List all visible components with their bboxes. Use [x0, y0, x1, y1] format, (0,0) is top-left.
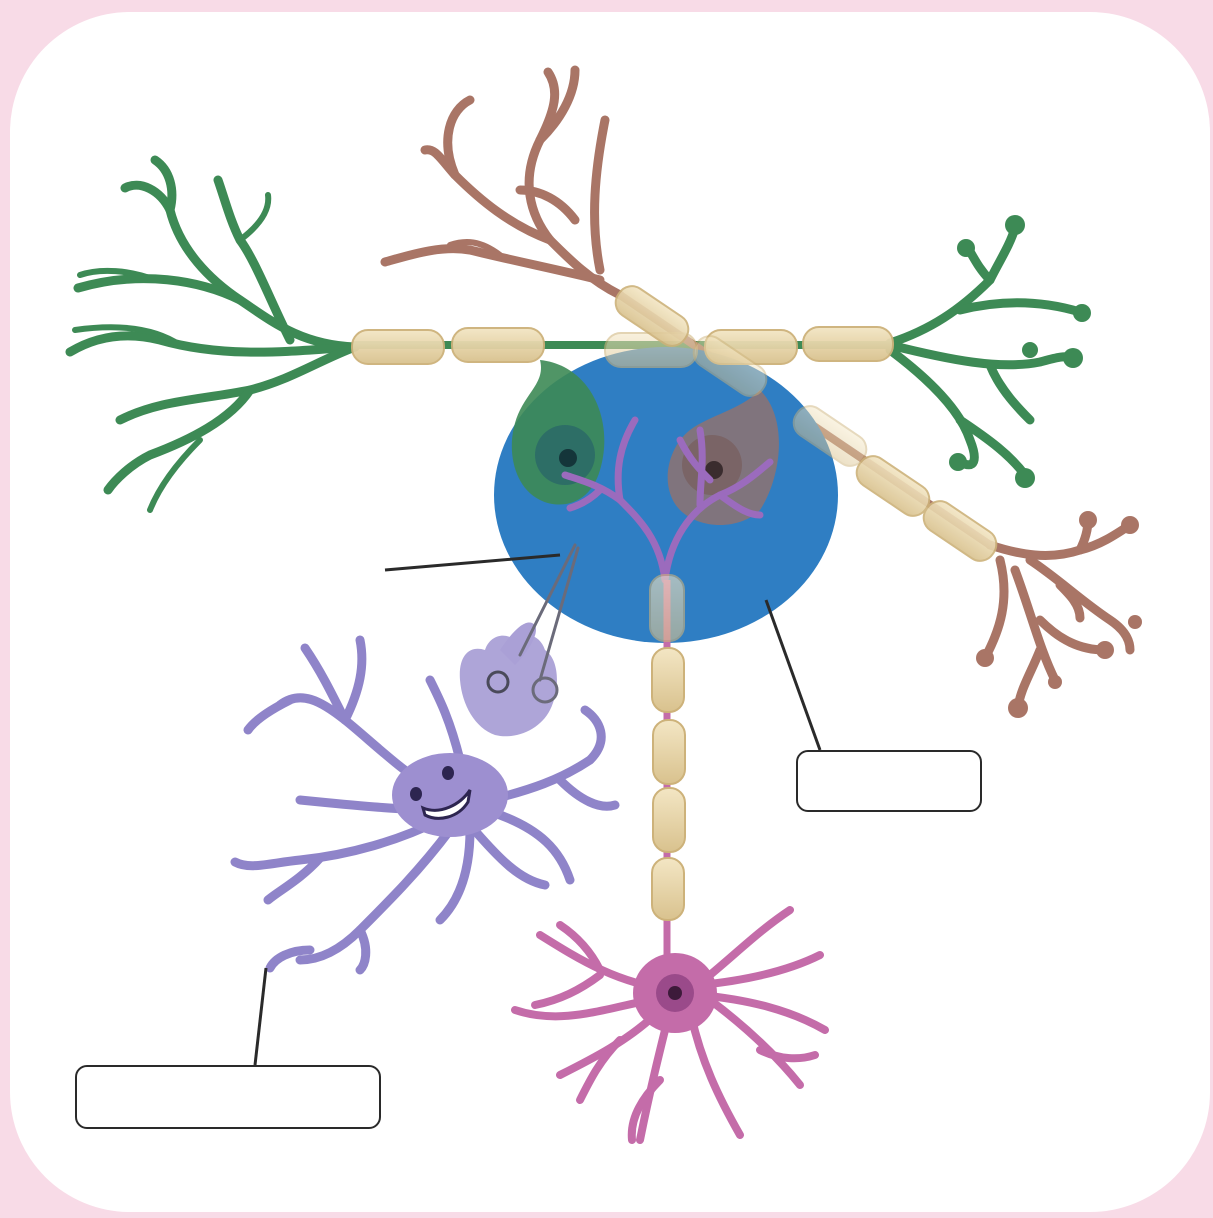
- leader-line-right: [766, 600, 820, 750]
- leader-lines: [255, 555, 820, 1065]
- green-myelin: [352, 327, 893, 367]
- green-axon-terminals: [890, 228, 1080, 475]
- brown-neuron: [385, 70, 620, 295]
- green-left-dendrites: [70, 160, 355, 510]
- label-box-right[interactable]: [796, 750, 982, 812]
- leader-line-bottom-left: [255, 968, 266, 1065]
- label-box-bottom-left[interactable]: [75, 1065, 381, 1129]
